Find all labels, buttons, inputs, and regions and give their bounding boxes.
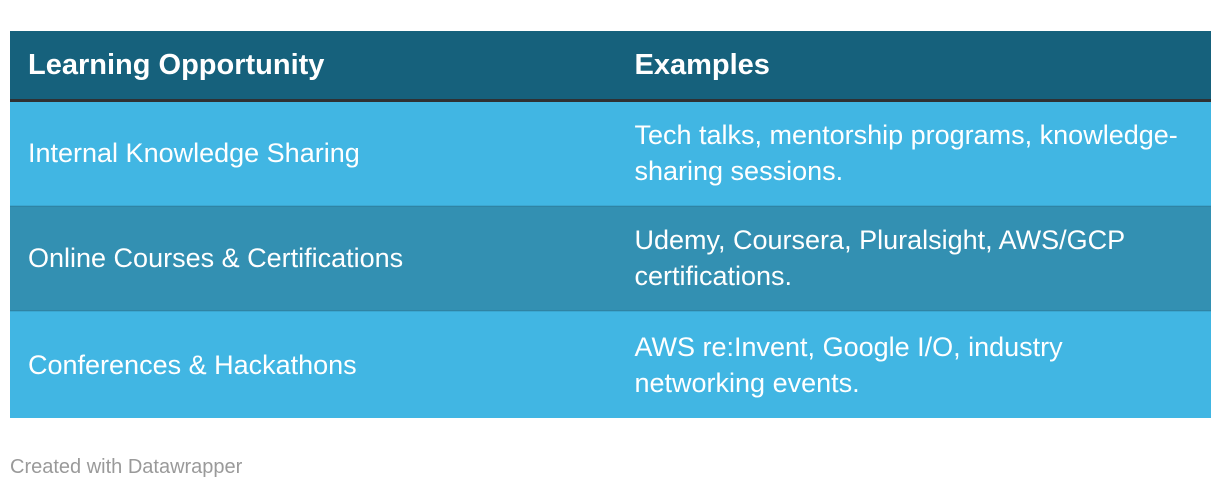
learning-opportunities-table: Learning Opportunity Examples Internal K… — [10, 31, 1211, 418]
table-footer: Created with Datawrapper — [10, 455, 242, 479]
cell-opportunity: Online Courses & Certifications — [10, 204, 617, 311]
datawrapper-attribution-link[interactable]: Created with Datawrapper — [10, 456, 243, 478]
header-row: Learning Opportunity Examples — [10, 31, 1211, 102]
cell-examples: AWS re:Invent, Google I/O, industry netw… — [616, 309, 1211, 418]
cell-examples: Tech talks, mentorship programs, knowled… — [616, 100, 1211, 206]
table-row: Conferences & Hackathons AWS re:Invent, … — [10, 309, 1211, 418]
column-header-examples: Examples — [616, 31, 1211, 102]
column-header-learning-opportunity: Learning Opportunity — [10, 31, 617, 102]
table-body: Internal Knowledge Sharing Tech talks, m… — [10, 100, 1211, 418]
cell-opportunity: Conferences & Hackathons — [10, 309, 617, 418]
table-row: Internal Knowledge Sharing Tech talks, m… — [10, 100, 1211, 206]
cell-examples: Udemy, Coursera, Pluralsight, AWS/GCP ce… — [616, 204, 1211, 311]
table-header: Learning Opportunity Examples — [10, 31, 1211, 102]
cell-opportunity: Internal Knowledge Sharing — [10, 100, 617, 206]
table-row: Online Courses & Certifications Udemy, C… — [10, 204, 1211, 311]
